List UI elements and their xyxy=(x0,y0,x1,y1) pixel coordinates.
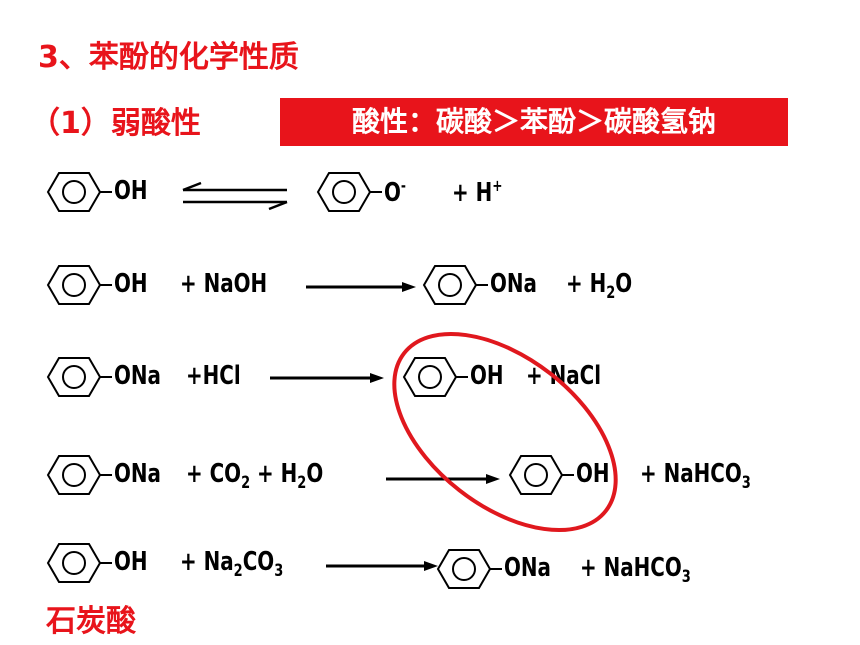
reaction-arrow-icon xyxy=(306,282,416,292)
reaction-arrow-icon xyxy=(270,373,384,383)
product-1-group: OH xyxy=(576,459,610,489)
equilibrium-arrow-icon xyxy=(182,181,288,211)
section-heading: （1）弱酸性 xyxy=(30,106,201,141)
reaction-arrow-icon xyxy=(386,474,500,484)
benzene-ring-icon xyxy=(47,172,113,212)
benzene-ring-icon xyxy=(47,455,113,495)
product-1-group: OH xyxy=(470,361,504,391)
product-2-proton: + H+ xyxy=(452,176,503,208)
page-title: 3、苯酚的化学性质 xyxy=(38,40,299,75)
product-2-water: + H2O xyxy=(566,269,633,303)
reactant-1-group: OH xyxy=(114,547,148,577)
product-2-salt: + NaCl xyxy=(526,361,602,391)
benzene-ring-icon xyxy=(509,455,575,495)
product-1-group: O- xyxy=(384,176,406,208)
reaction-arrow-icon xyxy=(326,561,438,571)
reactant-1-group: ONa xyxy=(114,459,161,489)
benzene-ring-icon xyxy=(47,265,113,305)
benzene-ring-icon xyxy=(47,543,113,583)
product-1-group: ONa xyxy=(490,269,537,299)
product-2-bicarbonate: + NaHCO3 xyxy=(580,553,691,587)
carbolic-acid-note: 石炭酸 xyxy=(46,604,136,639)
reactant-1-group: ONa xyxy=(114,361,161,391)
product-1-group: ONa xyxy=(504,553,551,583)
benzene-ring-icon xyxy=(437,549,503,589)
benzene-ring-icon xyxy=(423,265,489,305)
benzene-ring-icon xyxy=(403,357,469,397)
reactant-1-group: OH xyxy=(114,176,148,206)
reactant-2-carbonate: + Na2CO3 xyxy=(180,547,284,581)
reactant-2-co2-water: + CO2 + H2O xyxy=(186,459,324,493)
benzene-ring-icon xyxy=(317,172,383,212)
benzene-ring-icon xyxy=(47,357,113,397)
product-2-bicarbonate: + NaHCO3 xyxy=(640,459,751,493)
reactant-2: + NaOH xyxy=(180,269,268,299)
reactant-1-group: OH xyxy=(114,269,148,299)
reactant-2: +HCl xyxy=(186,361,241,391)
acidity-banner: 酸性：碳酸＞苯酚＞碳酸氢钠 xyxy=(280,98,788,146)
